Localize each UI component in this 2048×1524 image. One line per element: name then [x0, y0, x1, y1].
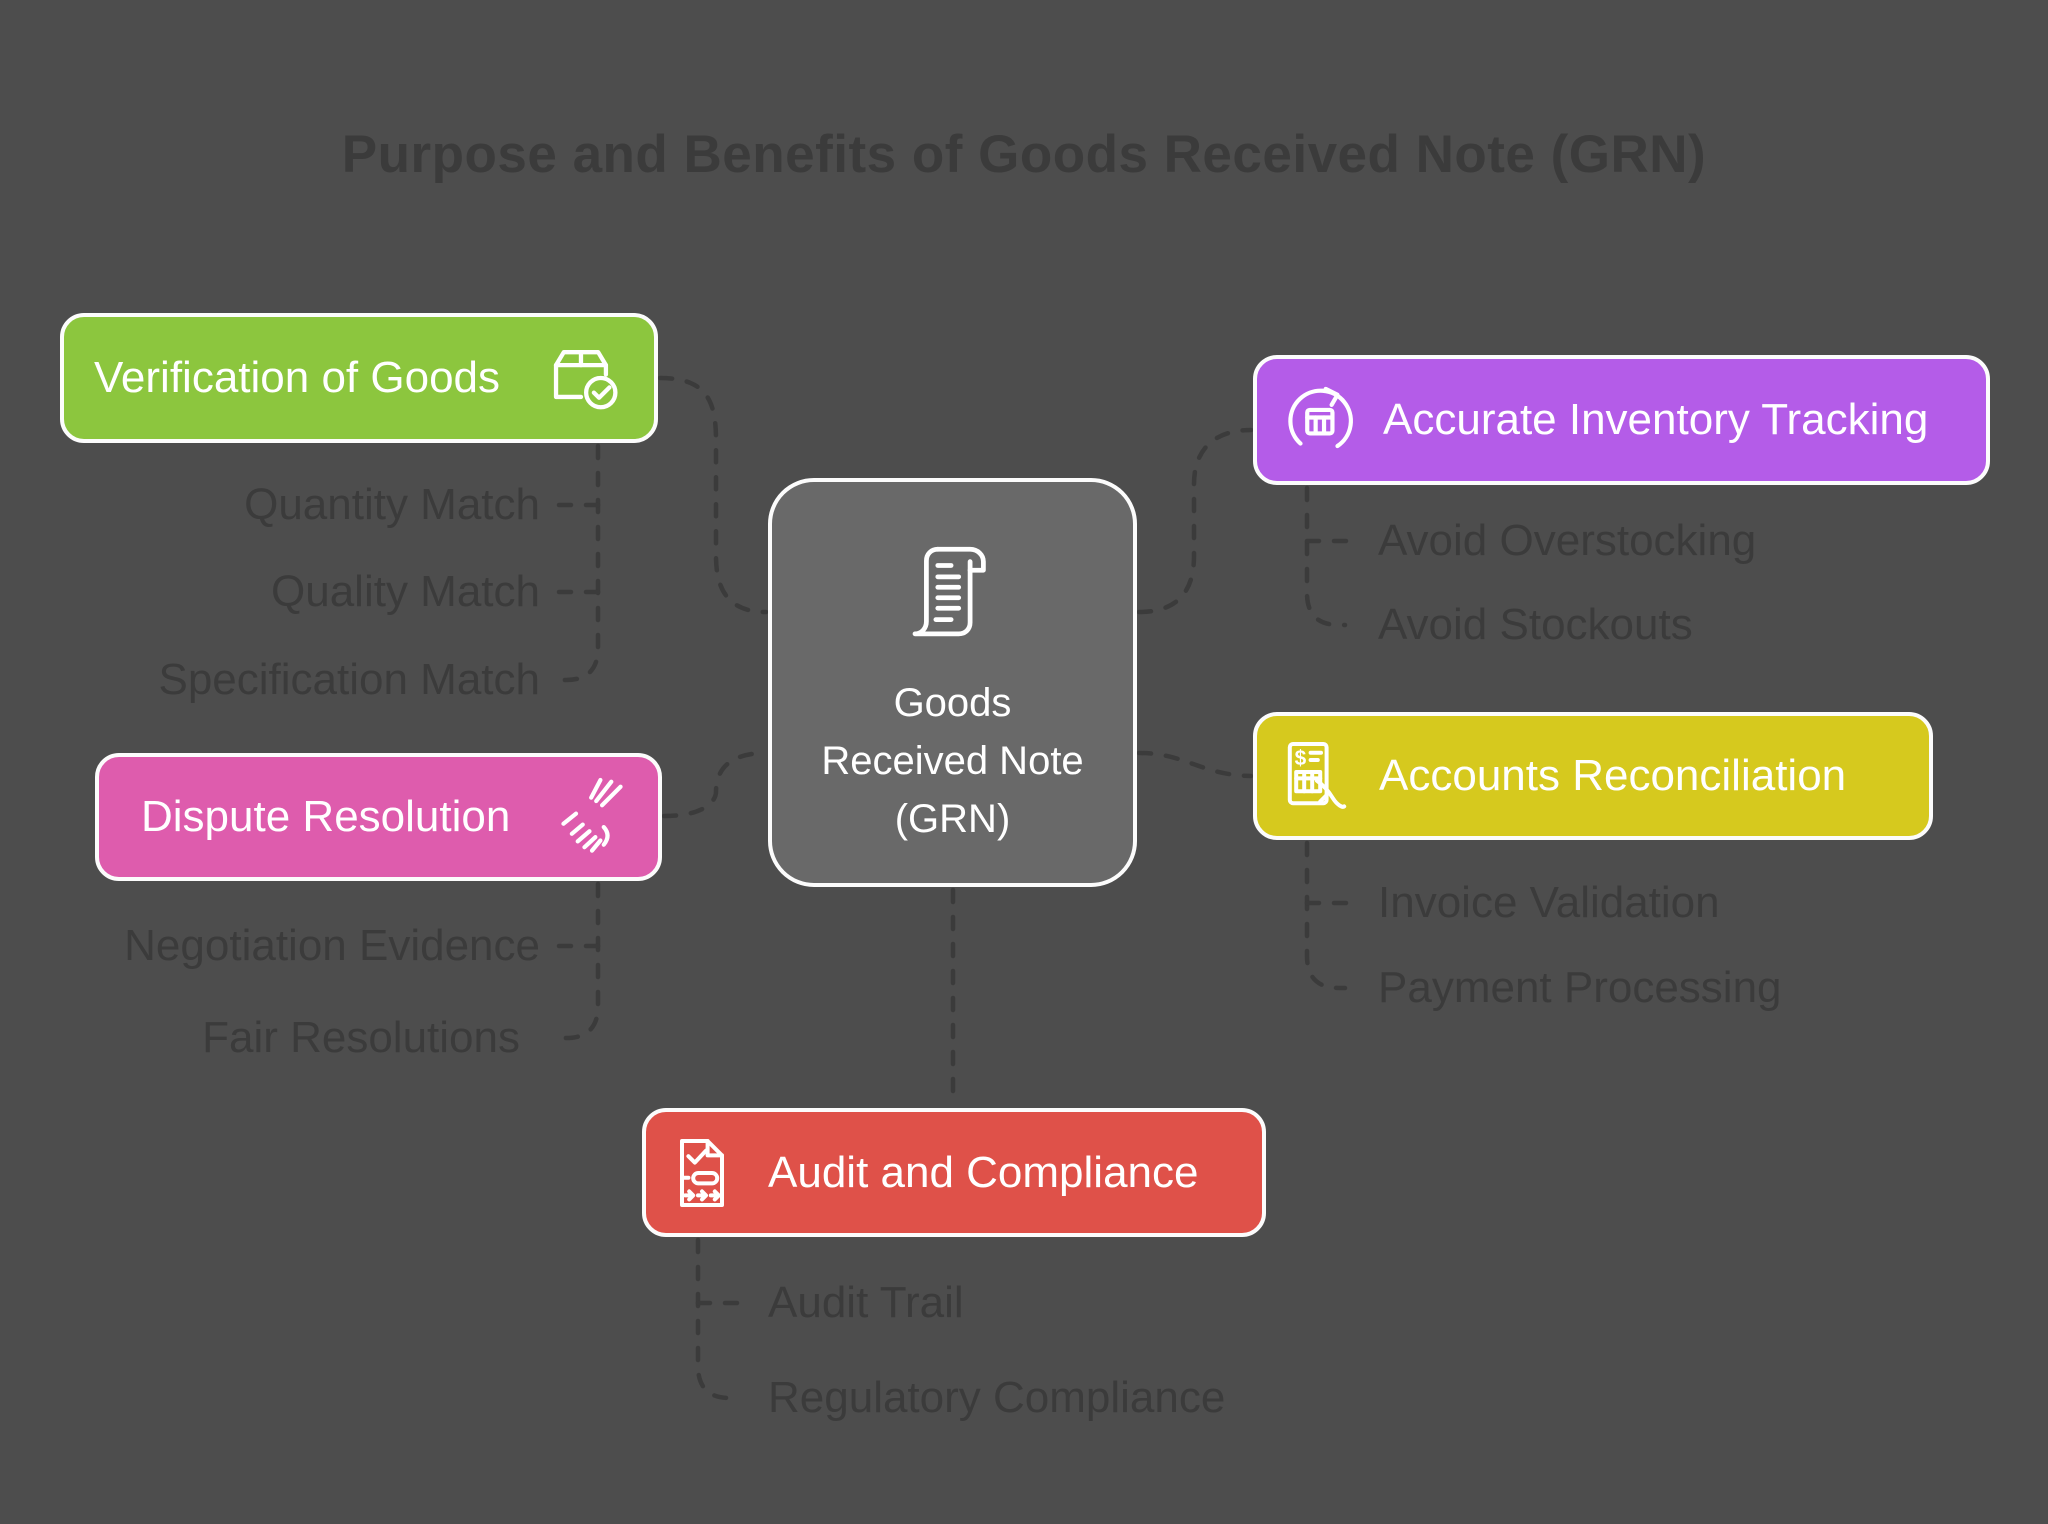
sub-item-avoid-stockouts: Avoid Stockouts [1378, 600, 1693, 649]
sub-item-invoice-validation: Invoice Validation [1378, 878, 1720, 927]
subtree-verification-trunk [557, 443, 601, 683]
inventory-cycle-icon [1288, 386, 1353, 449]
branch-label: Verification of Goods [94, 353, 501, 402]
connector-group [549, 375, 1356, 1401]
branch-node-accurate-inventory-tracking: Accurate Inventory Tracking [1253, 355, 1990, 485]
package-check-icon [553, 350, 618, 410]
branch-label: Audit and Compliance [768, 1147, 1199, 1197]
center-node-label: Goods Received Note (GRN) [821, 681, 1084, 841]
sub-item-fair-resolutions: Fair Resolutions [202, 1013, 520, 1062]
branch-label: Accurate Inventory Tracking [1383, 395, 1929, 444]
receipt-icon [912, 546, 986, 637]
invoice-hand-icon: $ [1287, 742, 1347, 809]
connector-center-to-accounts [1136, 750, 1254, 779]
handshake-icon [561, 777, 623, 853]
branch-node-dispute-resolution: Dispute Resolution [95, 753, 662, 881]
sub-item-avoid-overstocking: Avoid Overstocking [1378, 516, 1757, 565]
subtree-dispute-trunk [557, 881, 601, 1041]
branch-node-accounts-reconciliation: $ Accounts Reconciliation [1253, 712, 1933, 840]
branch-label: Accounts Reconciliation [1379, 751, 1847, 800]
sub-item-regulatory-compliance: Regulatory Compliance [768, 1373, 1226, 1422]
sub-item-payment-processing: Payment Processing [1378, 963, 1782, 1012]
connector-dispute-to-center [661, 750, 769, 819]
checklist-process-icon [680, 1138, 724, 1207]
sub-item-quantity-match: Quantity Match [244, 480, 540, 529]
page-title: Purpose and Benefits of Goods Received N… [341, 125, 1707, 184]
branch-node-verification-of-goods: Verification of Goods [60, 313, 658, 443]
branch-label: Dispute Resolution [141, 792, 511, 841]
connector-center-to-inventory [1136, 427, 1254, 615]
branch-node-audit-and-compliance: Audit and Compliance [642, 1108, 1266, 1237]
sub-item-audit-trail: Audit Trail [768, 1278, 964, 1327]
center-node-grn: Goods Received Note (GRN) [768, 478, 1137, 887]
sub-item-quality-match: Quality Match [271, 567, 540, 616]
subtree-accounts-trunk [1304, 840, 1348, 991]
sub-item-specification-match: Specification Match [158, 655, 540, 704]
sub-item-negotiation-evidence: Negotiation Evidence [124, 921, 540, 970]
svg-text:$: $ [1295, 747, 1307, 770]
connector-verification-to-center [657, 375, 769, 615]
